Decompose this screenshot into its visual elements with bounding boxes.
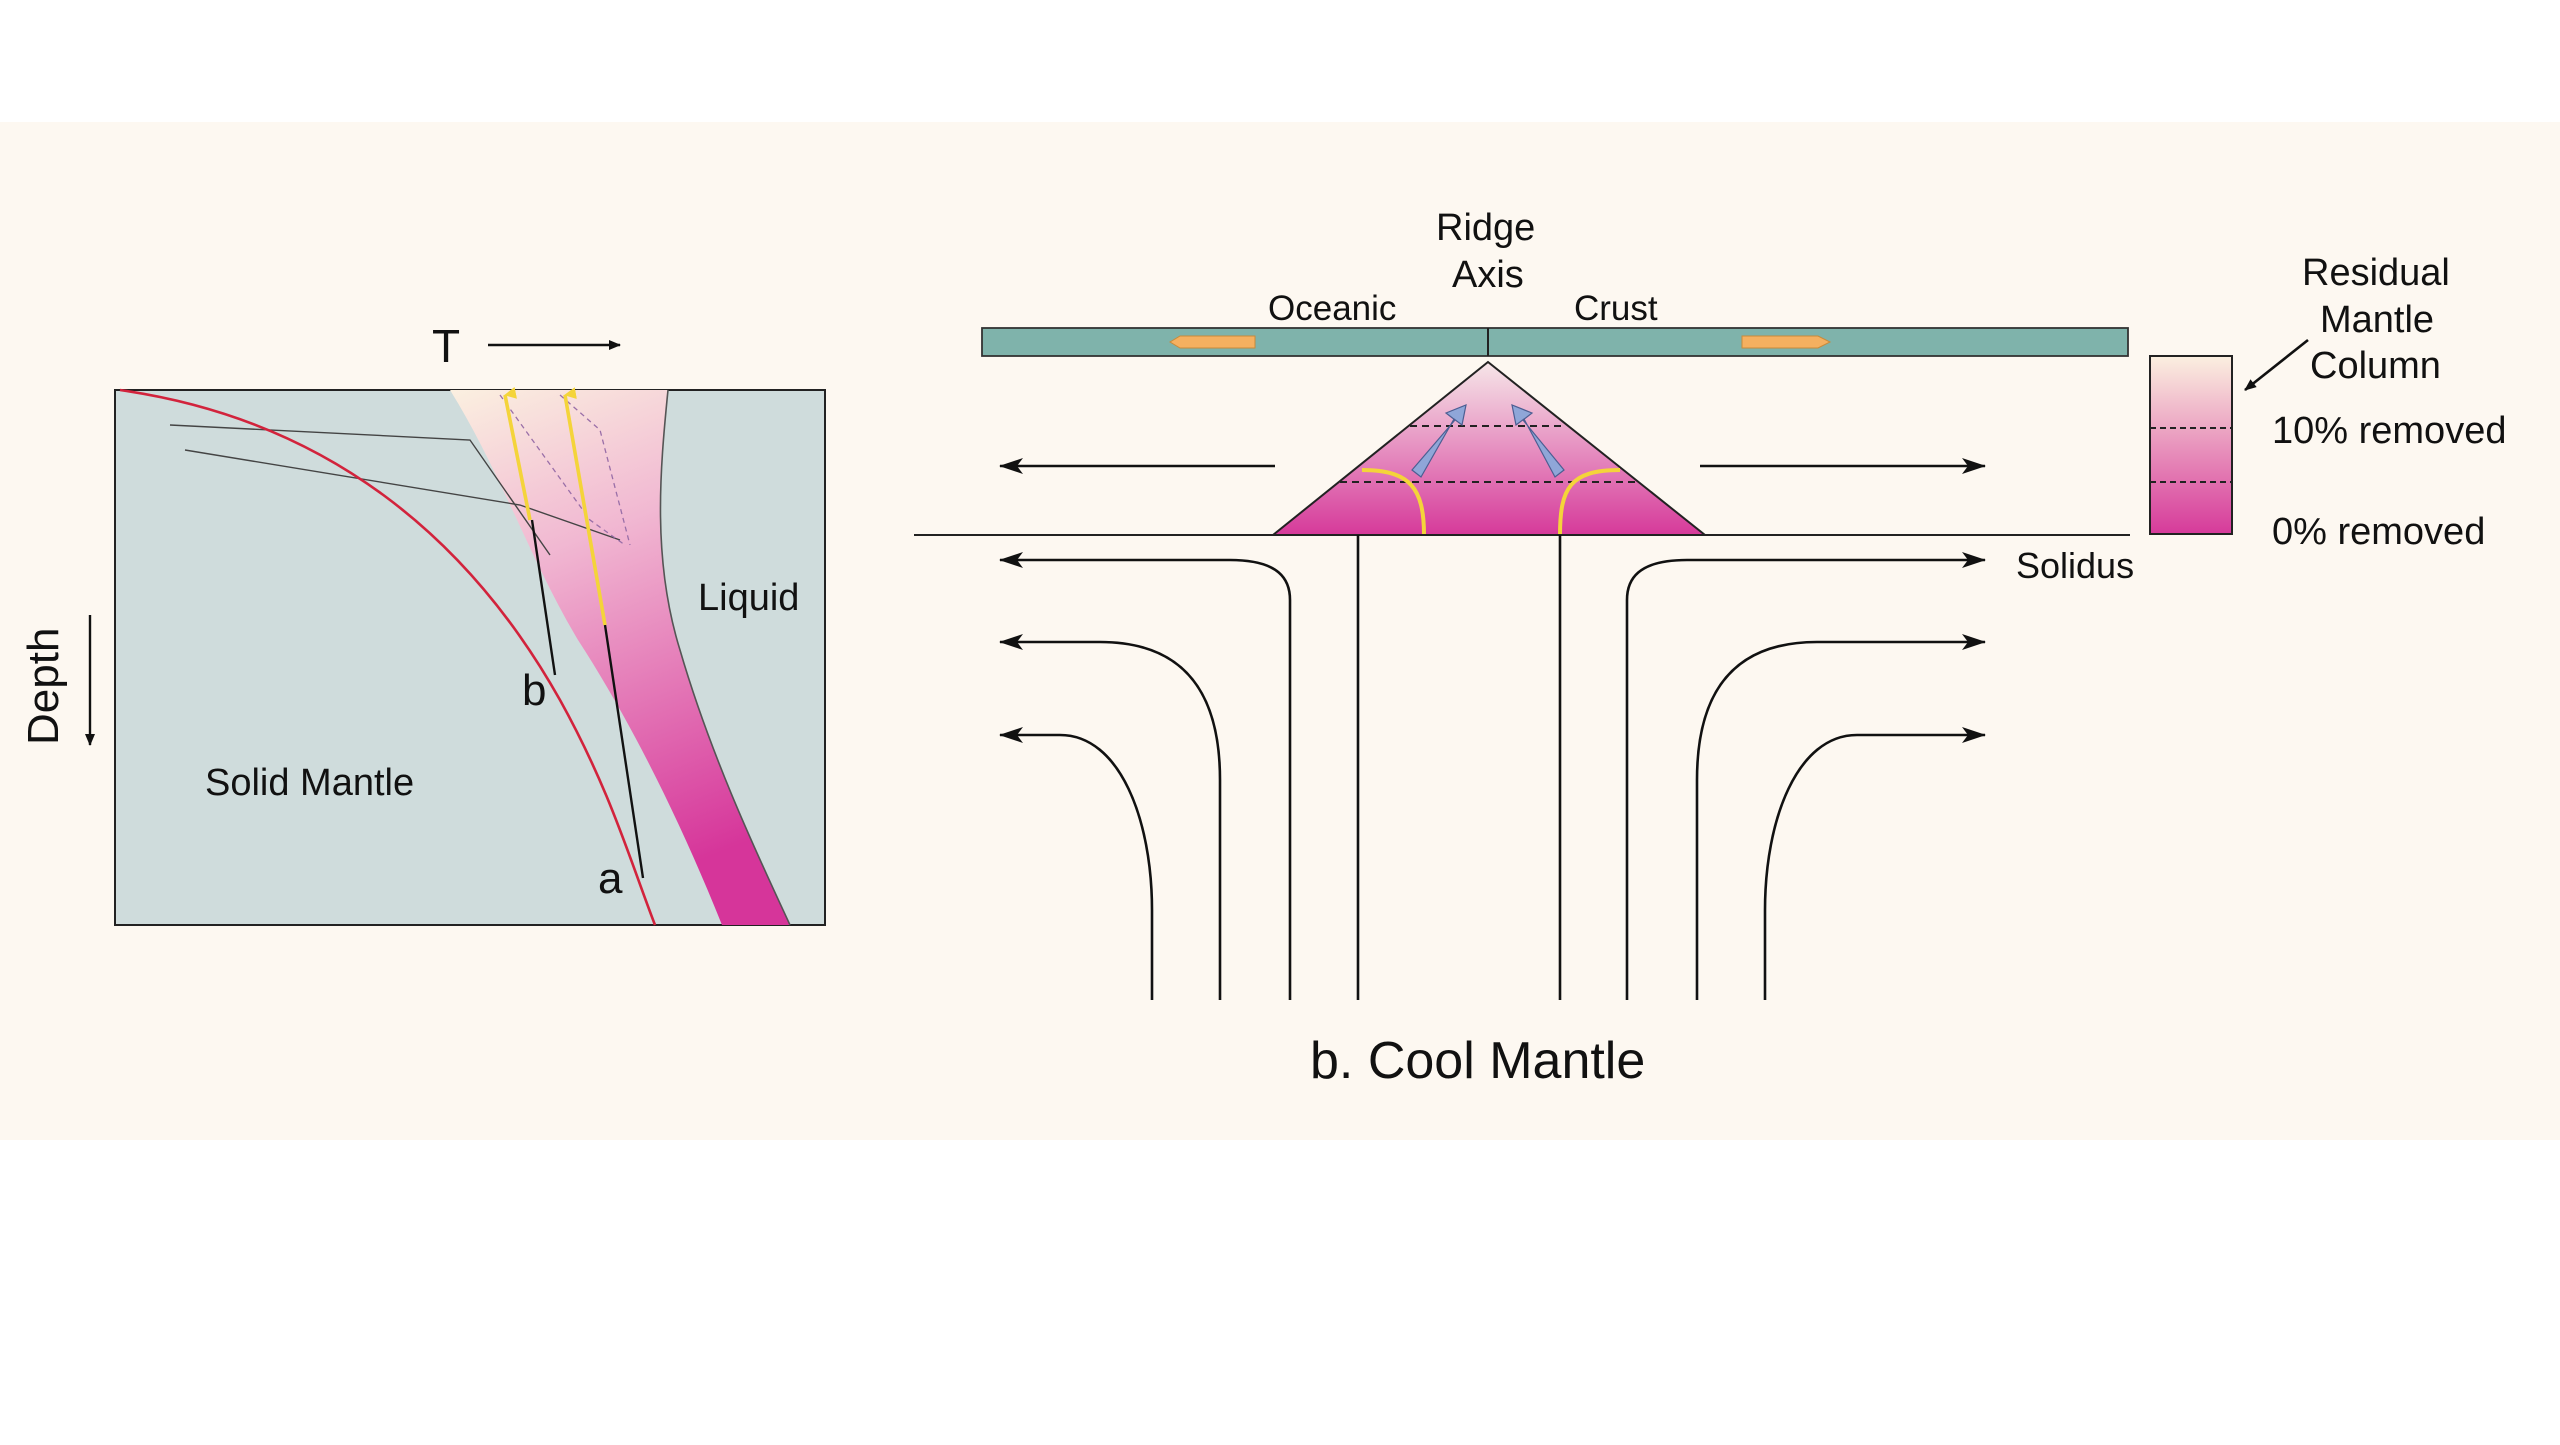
depth-label: Depth [19,628,68,745]
liquid-label: Liquid [698,577,799,619]
legend-title-line3: Column [2310,345,2441,387]
spreading-arrow-right [1741,335,1832,349]
streamline-left-4 [999,727,1154,1000]
point-a-label: a [598,854,623,903]
adiabat-b [530,519,557,676]
streamline-right-4 [1763,727,1986,1000]
oceanic-crust-bar [981,327,2129,357]
melt-flow-arrow-left [1411,404,1467,478]
streamline-right-3 [1695,634,1986,1000]
solid-mantle-label: Solid Mantle [205,762,414,804]
oceanic-label: Oceanic [1268,289,1396,328]
spreading-arrow-left [1169,335,1256,349]
streamline-left-3 [999,634,1222,1000]
legend-10-removed: 10% removed [2272,410,2506,452]
solidus-curve [119,388,657,926]
melt-flow-arrow-right [1511,404,1565,478]
melt-band [450,390,790,925]
yellow-melt-path-left [1361,468,1426,536]
point-b-label: b [522,666,546,715]
phase-diagram-panel: T Depth Liquid Solid Mantle b a [19,320,826,926]
temperature-label: T [432,320,460,372]
legend-title-line2: Mantle [2320,299,2434,341]
streamline-left-2 [999,552,1292,1000]
yellow-path-right [563,387,607,626]
ridge-label: Ridge [1436,207,1535,249]
legend-pointer-arrow [2244,338,2309,392]
melt-path-dashed-1 [499,394,626,546]
streamline-right-2 [1625,552,1986,1000]
yellow-path-left [503,386,532,521]
crust-label: Crust [1574,289,1658,328]
legend-color-column [2149,355,2233,535]
adiabat-a [603,624,645,879]
residual-mantle-legend: Residual Mantle Column 10% removed 0% re… [2149,252,2506,553]
ridge-cross-section-panel: Ridge Axis Oceanic Crust Solidus b. Cool… [914,207,2134,1090]
liquid-boundary [659,389,791,926]
yellow-melt-path-right [1558,468,1621,536]
solidus-label: Solidus [2016,545,2134,586]
legend-title-line1: Residual [2302,252,2450,294]
legend-0-removed: 0% removed [2272,511,2485,553]
panel-caption: b. Cool Mantle [1310,1032,1645,1090]
axis-label: Axis [1452,254,1524,296]
